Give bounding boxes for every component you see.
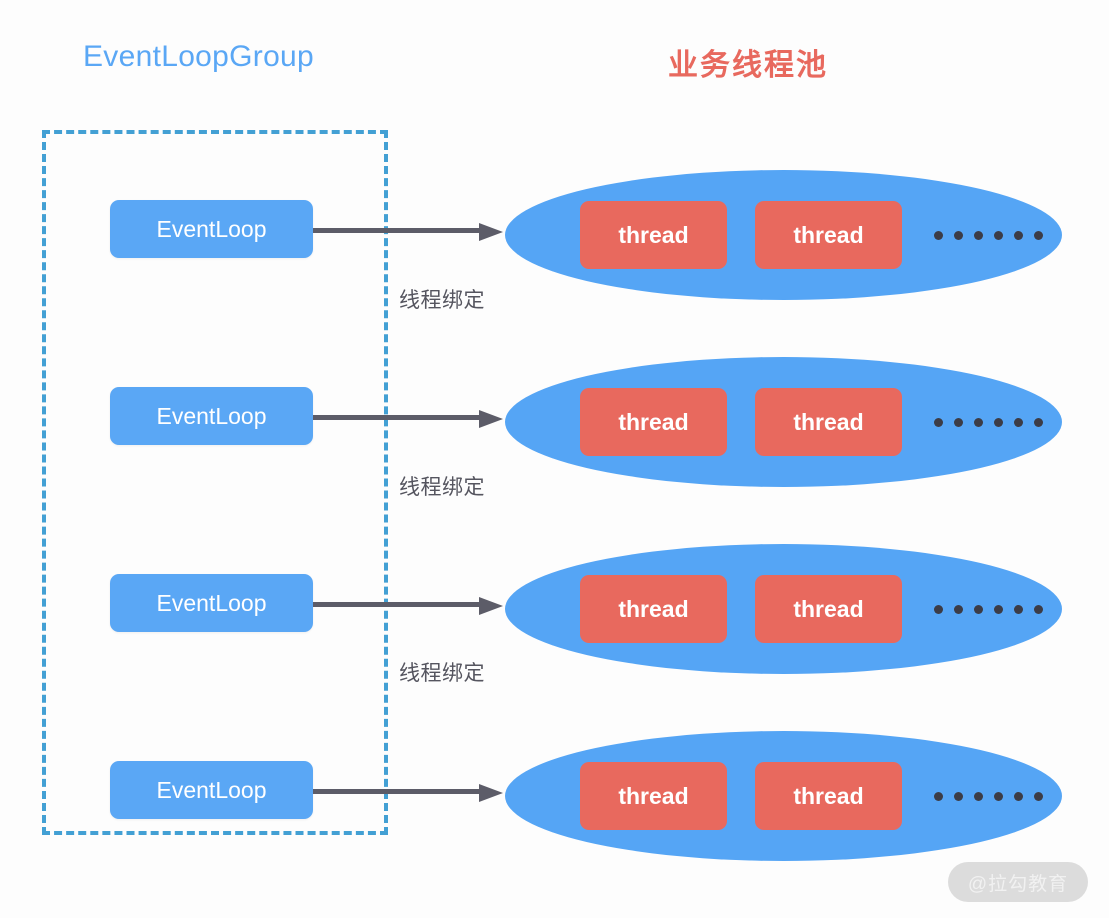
thread-pool-ellipse-2: thread thread (505, 357, 1062, 487)
eventloop-box-1[interactable]: EventLoop (110, 200, 313, 258)
binding-label-1: 线程绑定 (399, 289, 485, 312)
thread-box[interactable]: thread (580, 201, 727, 269)
more-threads-ellipsis-icon (934, 230, 1043, 240)
arrow-shaft (313, 789, 481, 794)
binding-arrow-3 (313, 597, 508, 615)
thread-pool-contents-3: thread thread (505, 544, 1062, 674)
arrow-head-icon (479, 223, 503, 241)
binding-arrow-4 (313, 784, 508, 802)
thread-pool-ellipse-1: thread thread (505, 170, 1062, 300)
watermark-badge: @拉勾教育 (948, 862, 1088, 902)
arrow-head-icon (479, 410, 503, 428)
eventloopgroup-dashed-container (42, 130, 388, 835)
thread-pool-ellipse-4: thread thread (505, 731, 1062, 861)
thread-box[interactable]: thread (755, 388, 902, 456)
eventloop-row-2: EventLoop thread thread (0, 352, 1109, 492)
page-title-eventloopgroup: EventLoopGroup (83, 40, 315, 73)
eventloop-box-3[interactable]: EventLoop (110, 574, 313, 632)
eventloop-row-4: EventLoop thread thread (0, 726, 1109, 866)
more-threads-ellipsis-icon (934, 791, 1043, 801)
thread-box[interactable]: thread (755, 201, 902, 269)
thread-pool-contents-4: thread thread (505, 731, 1062, 861)
arrow-head-icon (479, 597, 503, 615)
arrow-head-icon (479, 784, 503, 802)
thread-box[interactable]: thread (580, 388, 727, 456)
thread-pool-ellipse-3: thread thread (505, 544, 1062, 674)
eventloop-box-4[interactable]: EventLoop (110, 761, 313, 819)
binding-arrow-1 (313, 223, 508, 241)
binding-label-2: 线程绑定 (399, 476, 485, 499)
thread-box[interactable]: thread (580, 762, 727, 830)
eventloop-box-2[interactable]: EventLoop (110, 387, 313, 445)
more-threads-ellipsis-icon (934, 604, 1043, 614)
thread-pool-contents-2: thread thread (505, 357, 1062, 487)
binding-arrow-2 (313, 410, 508, 428)
more-threads-ellipsis-icon (934, 417, 1043, 427)
thread-box[interactable]: thread (755, 575, 902, 643)
eventloop-row-3: EventLoop thread thread (0, 539, 1109, 679)
thread-pool-contents-1: thread thread (505, 170, 1062, 300)
binding-label-3: 线程绑定 (399, 662, 485, 685)
eventloop-row-1: EventLoop thread thread (0, 165, 1109, 305)
page-title-business-thread-pool: 业务线程池 (668, 49, 828, 82)
thread-box[interactable]: thread (755, 762, 902, 830)
arrow-shaft (313, 602, 481, 607)
arrow-shaft (313, 228, 481, 233)
arrow-shaft (313, 415, 481, 420)
thread-box[interactable]: thread (580, 575, 727, 643)
